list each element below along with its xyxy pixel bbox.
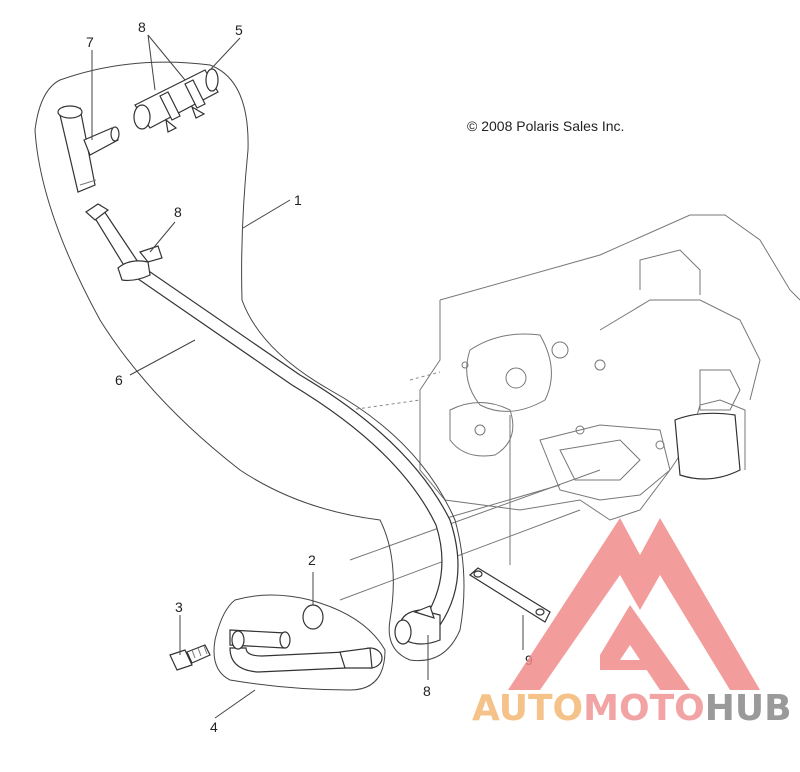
callout-7: 7 [86, 34, 94, 50]
callout-6: 6 [115, 372, 123, 388]
bolt-3 [169, 644, 211, 671]
callout-8-mid: 8 [174, 204, 182, 220]
copyright-text: © 2008 Polaris Sales Inc. [467, 118, 624, 134]
bracket-9 [468, 415, 551, 623]
seal-2 [302, 604, 324, 630]
tee-fitting-7 [57, 105, 120, 193]
callout-8-bottom: 8 [423, 683, 431, 699]
watermark-text: AUTOMOTOHUB [472, 688, 792, 729]
watermark-hub: HUB [705, 688, 792, 729]
watermark-logo [508, 518, 760, 690]
hose-5 [133, 68, 219, 133]
hose-clamp-8-bottom [394, 605, 441, 645]
callout-8-top: 8 [138, 19, 146, 35]
callout-2: 2 [308, 552, 316, 568]
watermark-auto: AUTO [472, 688, 583, 729]
hose-clamp-8-mid [117, 245, 163, 282]
callout-3: 3 [175, 599, 183, 615]
watermark-moto: MOTO [583, 688, 705, 729]
callout-5: 5 [235, 22, 243, 38]
pipe-fitting-4 [213, 594, 386, 691]
callout-1: 1 [294, 192, 302, 208]
callout-4: 4 [210, 719, 218, 735]
assembly-outline [34, 61, 465, 662]
engine-casing [339, 214, 800, 601]
leader-lines [91, 34, 524, 719]
